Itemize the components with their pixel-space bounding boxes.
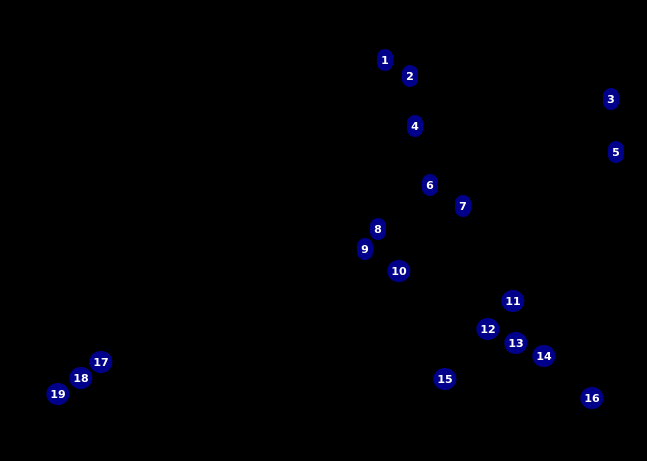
- numbered-marker-17[interactable]: 17: [89, 351, 113, 373]
- numbered-marker-1[interactable]: 1: [377, 49, 393, 71]
- numbered-marker-13[interactable]: 13: [504, 332, 528, 354]
- numbered-marker-5[interactable]: 5: [608, 141, 624, 163]
- numbered-marker-18[interactable]: 18: [69, 367, 93, 389]
- numbered-marker-10[interactable]: 10: [387, 260, 411, 282]
- numbered-marker-16[interactable]: 16: [580, 387, 604, 409]
- numbered-marker-19[interactable]: 19: [46, 383, 70, 405]
- numbered-marker-12[interactable]: 12: [476, 318, 500, 340]
- numbered-marker-8[interactable]: 8: [370, 218, 386, 240]
- numbered-marker-3[interactable]: 3: [603, 88, 619, 110]
- numbered-marker-15[interactable]: 15: [433, 368, 457, 390]
- numbered-marker-9[interactable]: 9: [357, 238, 373, 260]
- numbered-marker-2[interactable]: 2: [402, 65, 418, 87]
- numbered-marker-6[interactable]: 6: [422, 174, 438, 196]
- numbered-marker-14[interactable]: 14: [532, 345, 556, 367]
- numbered-marker-11[interactable]: 11: [501, 290, 525, 312]
- numbered-marker-4[interactable]: 4: [407, 115, 423, 137]
- numbered-marker-7[interactable]: 7: [455, 195, 471, 217]
